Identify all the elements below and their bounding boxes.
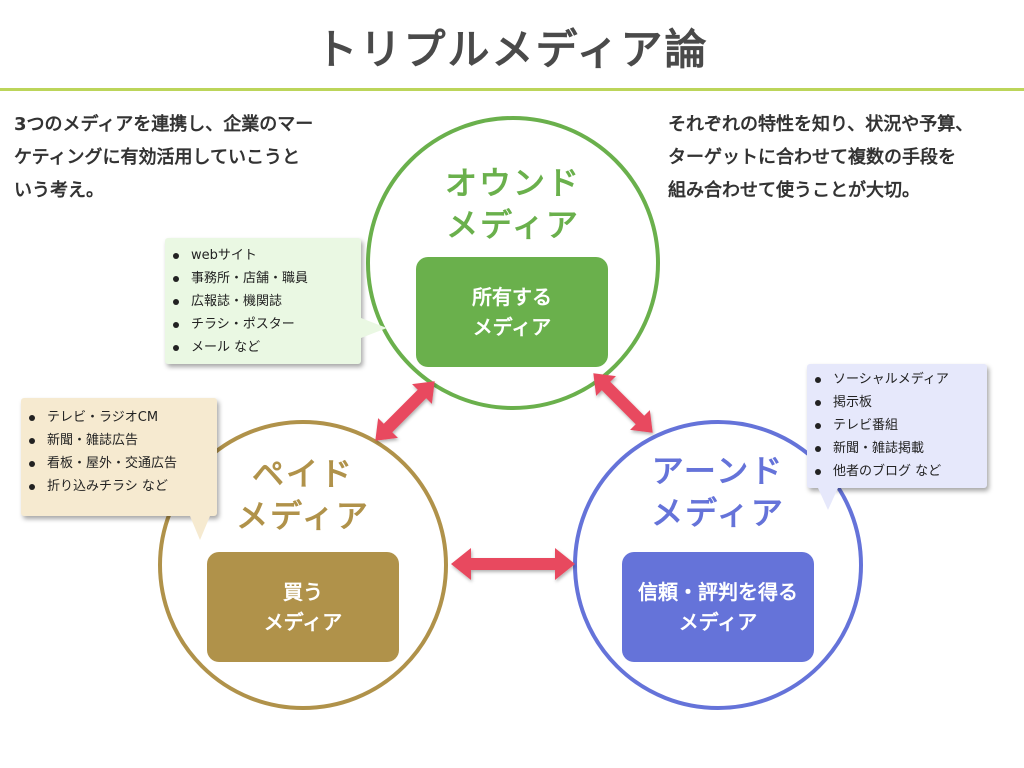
owned-example-item: チラシ・ポスター xyxy=(165,313,361,336)
earned-example-item: ソーシャルメディア xyxy=(807,368,987,391)
earned-callout-pointer xyxy=(818,488,838,510)
owned-example-item: webサイト xyxy=(165,244,361,267)
paid-media-label-line: メディア xyxy=(236,497,370,535)
owned-media-label-line: オウンド xyxy=(444,164,581,202)
owned-media-box: 所有する メディア xyxy=(416,257,608,367)
description-left-line: いう考え。 xyxy=(14,180,104,201)
paid-example-item: 折り込みチラシ など xyxy=(21,475,217,498)
page-title: トリプルメディア論 xyxy=(315,25,709,74)
owned-callout-pointer xyxy=(361,318,387,338)
owned-media-label-line: メディア xyxy=(446,206,580,244)
paid-examples-callout: テレビ・ラジオCM 新聞・雑誌広告 看板・屋外・交通広告 折り込みチラシ など xyxy=(21,398,217,516)
paid-earned-double-arrow xyxy=(451,548,575,580)
earned-media-box-line: 信頼・評判を得る xyxy=(638,580,798,604)
earned-example-item: 新聞・雑誌掲載 xyxy=(807,437,987,460)
owned-paid-double-arrow xyxy=(375,381,435,441)
paid-example-item: 看板・屋外・交通広告 xyxy=(21,452,217,475)
description-left-line: ケティングに有効活用していこうと xyxy=(14,147,301,168)
paid-media-box-line: メディア xyxy=(263,610,343,634)
earned-example-item: 掲示板 xyxy=(807,391,987,414)
paid-example-item: 新聞・雑誌広告 xyxy=(21,429,217,452)
earned-example-item: テレビ番組 xyxy=(807,414,987,437)
paid-media-box: 買う メディア xyxy=(207,552,399,662)
earned-media-label-line: アーンド xyxy=(651,452,785,490)
owned-media-box-line: 所有する xyxy=(472,285,552,309)
owned-example-item: 事務所・店舗・職員 xyxy=(165,267,361,290)
owned-earned-double-arrow xyxy=(593,373,653,433)
owned-examples-list: webサイト 事務所・店舗・職員 広報誌・機関誌 チラシ・ポスター メール など xyxy=(165,244,361,359)
description-left: 3つのメディアを連携し、企業のマー ケティングに有効活用していこうと いう考え。 xyxy=(14,108,369,207)
paid-callout-pointer xyxy=(190,516,210,540)
owned-examples-callout: webサイト 事務所・店舗・職員 広報誌・機関誌 チラシ・ポスター メール など xyxy=(165,238,361,364)
earned-examples-list: ソーシャルメディア 掲示板 テレビ番組 新聞・雑誌掲載 他者のブログ など xyxy=(807,368,987,483)
owned-example-item: メール など xyxy=(165,336,361,359)
description-right-line: 組み合わせて使うことが大切。 xyxy=(668,180,920,201)
description-right-line: ターゲットに合わせて複数の手段を xyxy=(668,147,956,168)
owned-media-box-line: メディア xyxy=(472,315,552,339)
paid-example-item: テレビ・ラジオCM xyxy=(21,406,217,429)
paid-media-box-line: 買う xyxy=(283,580,323,604)
description-left-line: 3つのメディアを連携し、企業のマー xyxy=(14,114,314,135)
description-right-line: それぞれの特性を知り、状況や予算、 xyxy=(668,114,974,135)
paid-examples-list: テレビ・ラジオCM 新聞・雑誌広告 看板・屋外・交通広告 折り込みチラシ など xyxy=(21,406,217,498)
title-divider xyxy=(0,88,1024,91)
earned-media-label-line: メディア xyxy=(651,494,785,532)
earned-media-box: 信頼・評判を得る メディア xyxy=(622,552,814,662)
description-right: それぞれの特性を知り、状況や予算、 ターゲットに合わせて複数の手段を 組み合わせ… xyxy=(668,108,1018,207)
owned-media-label: オウンド メディア xyxy=(413,162,613,246)
earned-media-label: アーンド メディア xyxy=(618,450,818,534)
earned-examples-callout: ソーシャルメディア 掲示板 テレビ番組 新聞・雑誌掲載 他者のブログ など xyxy=(807,364,987,488)
earned-media-box-line: メディア xyxy=(678,610,758,634)
paid-media-label-line: ペイド xyxy=(251,455,354,493)
owned-example-item: 広報誌・機関誌 xyxy=(165,290,361,313)
paid-media-label: ペイド メディア xyxy=(203,453,403,537)
earned-example-item: 他者のブログ など xyxy=(807,460,987,483)
